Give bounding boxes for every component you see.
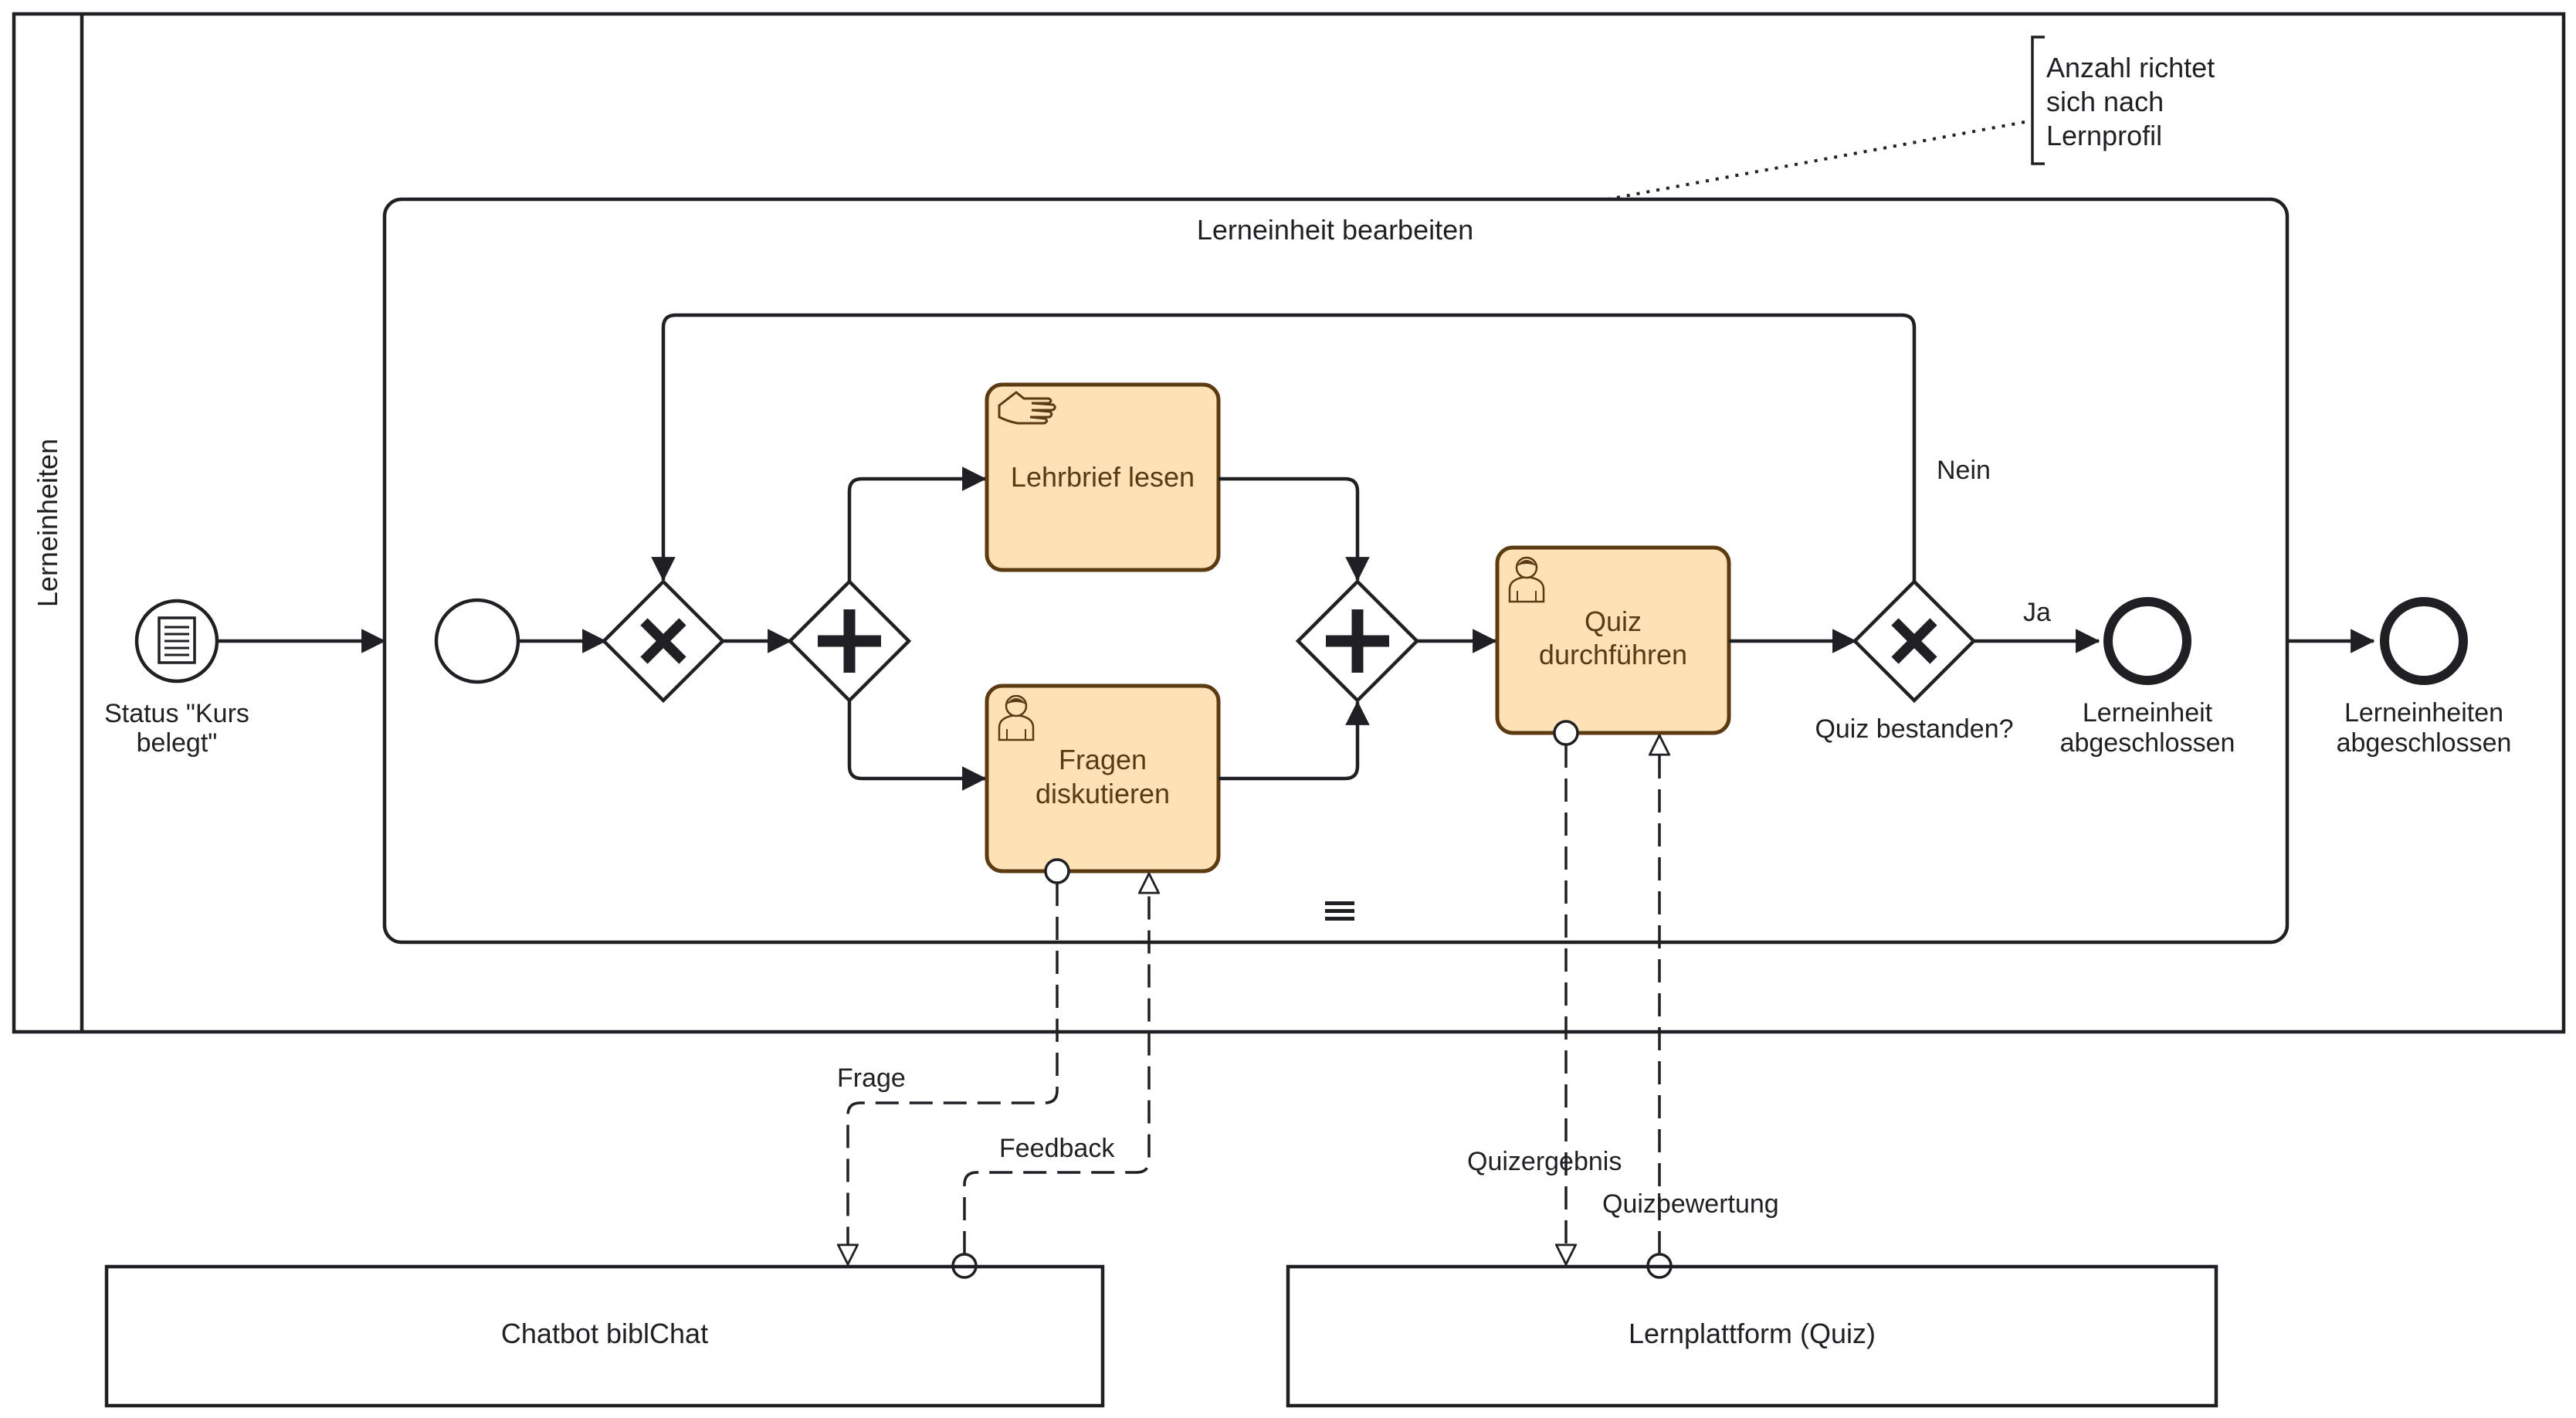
message-label-quizergebnis: Quizergebnis — [1467, 1147, 1622, 1176]
outer-end-label-1: Lerneinheiten — [2344, 698, 2503, 728]
inner-end-label-1: Lerneinheit — [2083, 698, 2213, 728]
xor-merge-gateway[interactable] — [601, 578, 726, 704]
hand-icon — [998, 391, 1056, 425]
message-label-quizbewertung: Quizbewertung — [1602, 1189, 1779, 1219]
xor-decision-gateway[interactable] — [1852, 578, 1977, 704]
task-fragen-label-2: diskutieren — [1035, 778, 1170, 809]
x-icon — [640, 618, 686, 664]
user-icon — [1508, 556, 1545, 603]
outer-end-label-2: abgeschlossen — [2337, 728, 2512, 758]
task-fragen-label-1: Fragen — [1059, 744, 1147, 775]
message-flow-quizergebnis: Quizergebnis — [1467, 720, 1622, 1264]
pool-label-lernplattform: Lernplattform (Quiz) — [1629, 1318, 1876, 1349]
message-flow-frage: Frage — [837, 858, 1070, 1264]
x-icon — [1891, 618, 1937, 664]
gateway-label-quiz-bestanden: Quiz bestanden? — [1815, 714, 2013, 744]
message-label-frage: Frage — [837, 1064, 906, 1093]
start-event-label-2: belegt" — [137, 728, 218, 758]
start-event-label-1: Status "Kurs — [104, 699, 249, 728]
task-quiz-label-2: durchführen — [1539, 639, 1687, 670]
annotation-line-2: sich nach — [2046, 86, 2164, 117]
pool-label: Lerneinheiten — [32, 439, 63, 607]
inner-end-label-2: abgeschlossen — [2060, 728, 2235, 758]
message-flow-feedback: Feedback — [951, 874, 1149, 1279]
subprocess-label: Lerneinheit bearbeiten — [1197, 214, 1473, 246]
pool-lerneinheiten: Lerneinheiten — [12, 12, 2566, 1034]
flow-label-ja: Ja — [2023, 598, 2051, 627]
plus-icon — [1326, 609, 1389, 673]
task-lehrbrief-lesen[interactable]: Lehrbrief lesen — [985, 382, 1221, 572]
sequential-multi-instance-icon — [1325, 901, 1354, 921]
text-annotation: Anzahl richtet sich nach Lernprofil — [1607, 36, 2215, 201]
start-event-kurs-belegt[interactable]: Status "Kurs belegt" — [104, 599, 249, 758]
annotation-association — [1607, 120, 2025, 201]
end-event-lerneinheit-abgeschlossen[interactable]: Lerneinheit abgeschlossen — [2060, 597, 2235, 758]
flow-nein-loop — [651, 313, 1917, 582]
flow-label-nein: Nein — [1937, 456, 1991, 485]
task-quiz-label-1: Quiz — [1585, 606, 1642, 637]
task-lehrbrief-label: Lehrbrief lesen — [1011, 461, 1195, 493]
task-quiz-durchfuehren[interactable]: Quiz durchführen — [1495, 545, 1731, 735]
flow-lehrbrief-to-and-join — [1219, 477, 1370, 582]
flow-fragen-to-and-join — [1219, 701, 1370, 781]
and-join-gateway[interactable] — [1295, 578, 1420, 704]
message-flow-quizbewertung: Quizbewertung — [1602, 735, 1779, 1279]
subprocess-lerneinheit-bearbeiten[interactable]: Lerneinheit bearbeiten — [382, 197, 2290, 945]
end-event-lerneinheiten-abgeschlossen[interactable]: Lerneinheiten abgeschlossen — [2337, 597, 2512, 758]
annotation-line-1: Anzahl richtet — [2046, 52, 2215, 83]
plus-icon — [818, 609, 881, 673]
document-icon — [158, 616, 196, 664]
flow-and-to-fragen — [847, 701, 987, 791]
inner-start-event[interactable] — [434, 598, 520, 684]
user-icon — [998, 694, 1035, 741]
pool-chatbot-biblchat[interactable]: Chatbot biblChat — [104, 1264, 1105, 1408]
pool-label-chatbot: Chatbot biblChat — [501, 1318, 708, 1349]
and-split-gateway[interactable] — [787, 578, 912, 704]
pool-lernplattform-quiz[interactable]: Lernplattform (Quiz) — [1286, 1264, 2218, 1408]
message-label-feedback: Feedback — [999, 1134, 1115, 1163]
task-fragen-diskutieren[interactable]: Fragen diskutieren — [985, 684, 1221, 874]
annotation-line-3: Lernprofil — [2046, 120, 2162, 151]
flow-and-to-lehrbrief — [847, 466, 987, 582]
